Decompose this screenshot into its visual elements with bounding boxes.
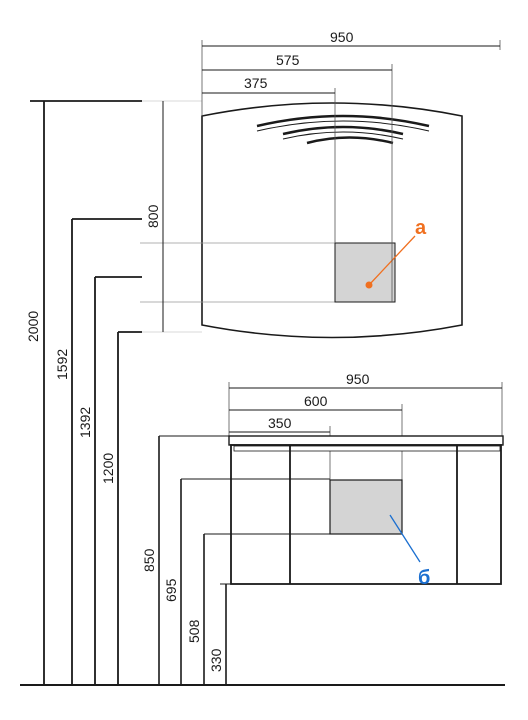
cabinet-body: [230, 444, 502, 585]
mirror-light-arc-3: [306, 136, 394, 145]
cabinet-dim-350-label: 350: [268, 415, 292, 431]
cabinet-dim-950-label: 950: [346, 371, 370, 387]
height-2000-label: 2000: [25, 311, 41, 342]
height-508-label: 508: [186, 619, 202, 643]
mirror-group: а 950 575 375 800: [140, 29, 501, 339]
mirror-light-arc-2-inner: [282, 131, 404, 140]
mirror-gray-panel: [334, 242, 396, 303]
height-1392-label: 1392: [77, 407, 93, 438]
mirror-dim-375-label: 375: [244, 75, 268, 91]
cabinet-countertop: [228, 435, 504, 446]
cabinet-basin-edge: [233, 445, 501, 452]
mirror-dim-575-label: 575: [276, 52, 300, 68]
height-850-label: 850: [141, 548, 157, 572]
height-1592-label: 1592: [54, 349, 70, 380]
height-330-label: 330: [208, 648, 224, 672]
callout-b-leader: [389, 514, 421, 563]
mirror-dim-800-label: 800: [145, 204, 161, 228]
mirror-outline: [201, 102, 463, 339]
mirror-light-arc-1: [256, 114, 430, 128]
cabinet-dim-600-label: 600: [304, 393, 328, 409]
callout-a-label: а: [415, 217, 427, 239]
height-695-label: 695: [163, 578, 179, 602]
height-leaders: 2000 1592 1392 1200 850 695 508 330: [25, 100, 330, 685]
cabinet-gray-panel: [329, 479, 403, 535]
height-1200-label: 1200: [100, 453, 116, 484]
mirror-dim-950-label: 950: [330, 29, 354, 45]
mirror-light-arc-1-inner: [256, 120, 430, 132]
mirror-light-arc-2: [282, 125, 404, 136]
callout-b-label: б: [418, 567, 430, 589]
cabinet-group: 950 600 350 б: [228, 371, 504, 589]
